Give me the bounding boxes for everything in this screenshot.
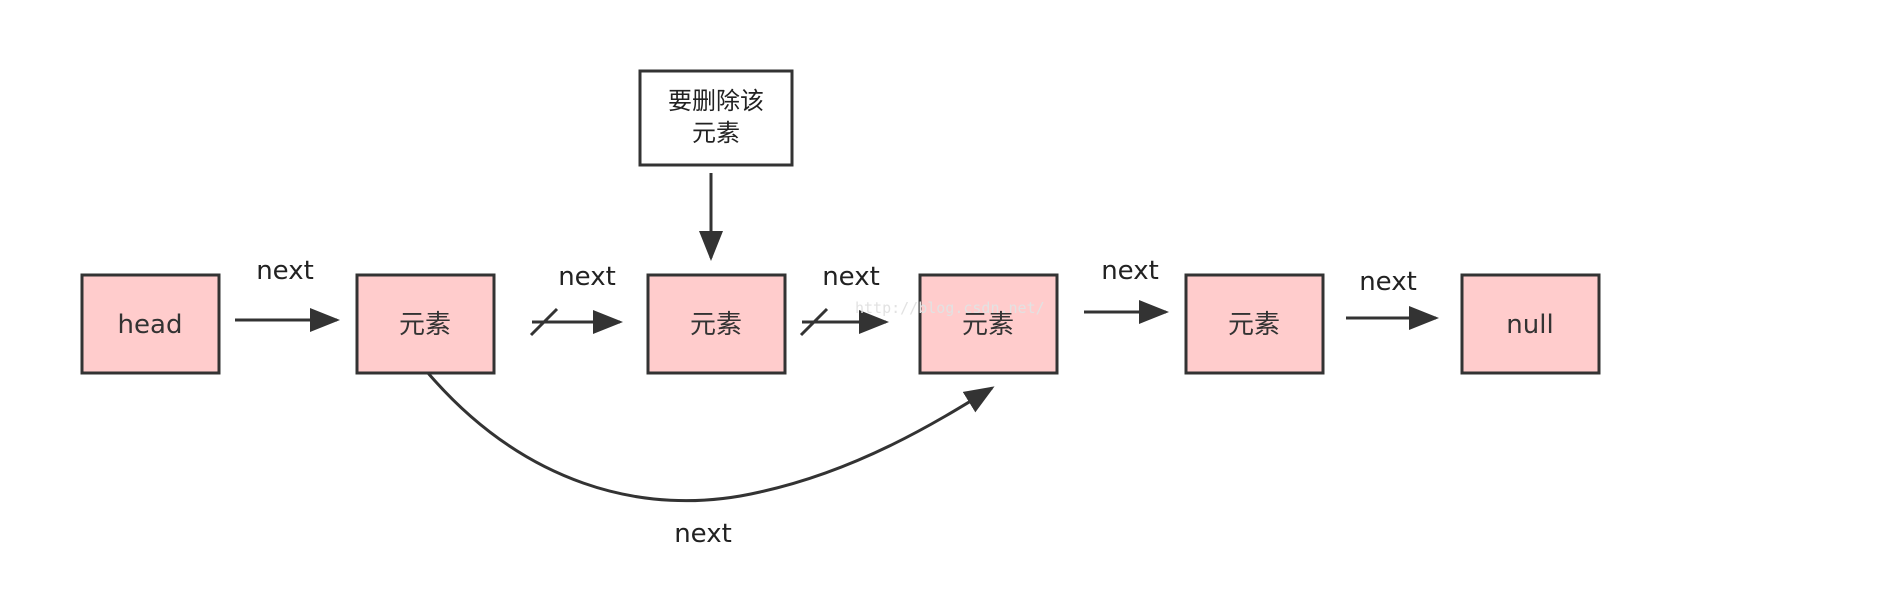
node-element-4-label: 元素 [1228, 310, 1280, 340]
node-element-1-label: 元素 [399, 310, 451, 340]
node-element-3-label: 元素 [962, 310, 1014, 340]
node-element-1: 元素 [355, 273, 496, 375]
edge-label: next [256, 256, 314, 286]
edge-label: next [1359, 267, 1417, 297]
node-element-4: 元素 [1184, 273, 1325, 375]
callout-line-2: 元素 [692, 119, 740, 147]
node-null-label: null [1506, 310, 1553, 340]
bypass-edge-element-1-to-element-3: next [426, 372, 995, 549]
delete-callout: 要删除该 元素 [638, 69, 794, 261]
edge-element-3-to-element-4: next [1084, 256, 1169, 324]
bypass-edge-label: next [674, 519, 732, 549]
node-head: head [80, 273, 221, 375]
edge-label: next [558, 262, 616, 292]
edge-label: next [1101, 256, 1159, 286]
node-head-label: head [118, 310, 183, 340]
edge-label: next [822, 262, 880, 292]
cut-mark [799, 307, 829, 337]
node-element-2: 元素 [646, 273, 787, 375]
edge-element-1-to-element-2: next [529, 262, 623, 337]
node-element-3: 元素 [918, 273, 1059, 375]
edge-element-2-to-element-3: next [799, 262, 889, 337]
node-element-2-label: 元素 [690, 310, 742, 340]
node-null: null [1460, 273, 1601, 375]
watermark-text: http://blog.csdn.net/ [855, 299, 1045, 317]
callout-line-1: 要删除该 [668, 87, 764, 115]
edge-element-4-to-null: next [1346, 267, 1439, 330]
edge-head-to-element-1: next [235, 256, 340, 332]
cut-mark [529, 307, 559, 337]
